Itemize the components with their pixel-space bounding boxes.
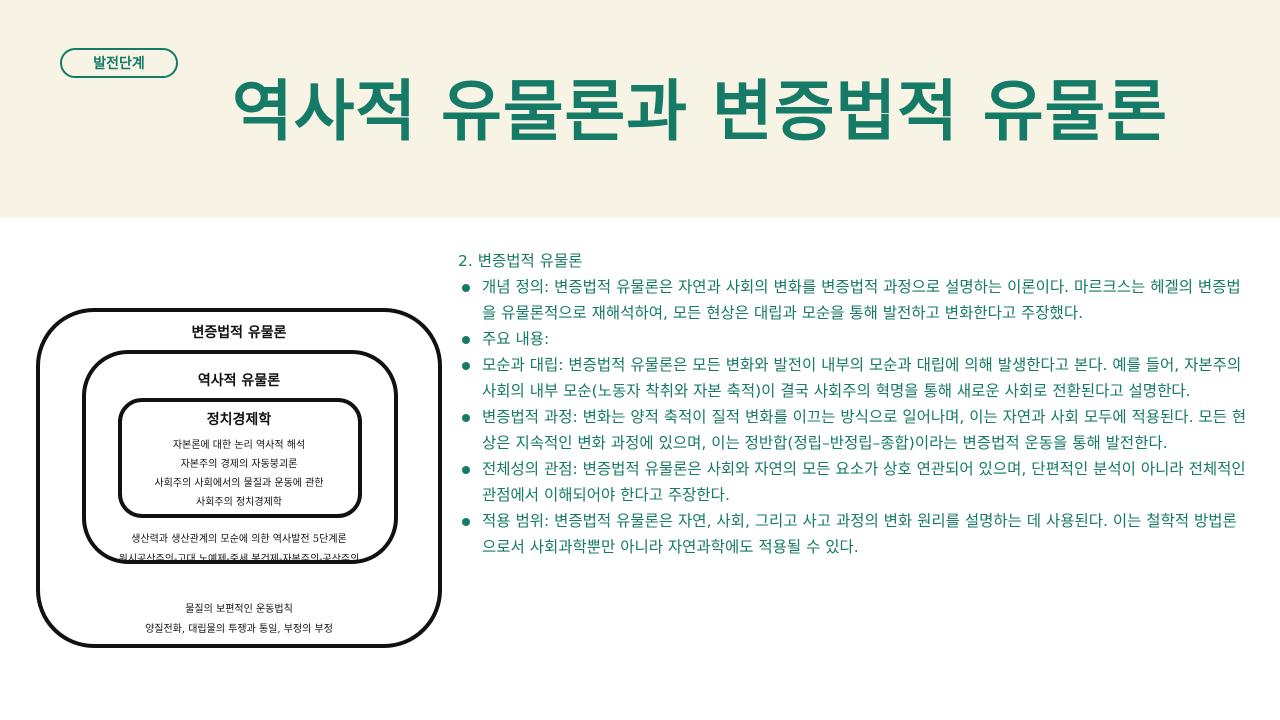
bullet-totality: 전체성의 관점: 변증법적 유물론은 사회와 자연의 모든 요소가 상호 연관되… (458, 456, 1248, 508)
nested-concept-diagram: 변증법적 유물론 역사적 유물론 정치경제학 자본론에 대한 논리 역사적 해석… (36, 308, 442, 648)
inner-line: 자본론에 대한 논리 역사적 해석 (172, 440, 306, 451)
inner-line: 사회주의 정치경제학 (196, 497, 282, 508)
outer-line: 양질전화, 대립물의 투쟁과 통일, 부정의 부정 (145, 624, 333, 635)
bullet-contradiction: 모순과 대립: 변증법적 유물론은 모든 변화와 발전이 내부의 모순과 대립에… (458, 352, 1248, 404)
middle-line: 원시공산주의-고대 노예제-중세 봉건제-자본주의-공산주의 (118, 554, 360, 565)
content-column: 2. 변증법적 유물론 개념 정의: 변증법적 유물론은 자연과 사회의 변화를… (458, 248, 1248, 560)
page-title: 역사적 유물론과 변증법적 유물론 (231, 73, 1168, 150)
stage-badge: 발전단계 (60, 48, 178, 78)
middle-line: 생산력과 생산관계의 모순에 의한 역사발전 5단계론 (131, 534, 347, 545)
section-title: 2. 변증법적 유물론 (458, 252, 583, 270)
inner-line: 사회주의 사회에서의 물질과 운동에 관한 (154, 478, 324, 489)
outer-box-label: 변증법적 유물론 (191, 325, 287, 341)
bullet-dialectic-process: 변증법적 과정: 변화는 양적 축적이 질적 변화를 이끄는 방식으로 일어나며… (458, 404, 1248, 456)
outer-line: 물질의 보편적인 운동법칙 (185, 604, 293, 615)
inner-line: 자본주의 경제의 자동붕괴론 (180, 459, 298, 470)
inner-box (118, 398, 362, 518)
bullet-main-content: 주요 내용: (458, 326, 1248, 352)
header-band: 발전단계 역사적 유물론과 변증법적 유물론 (0, 0, 1280, 218)
inner-box-label: 정치경제학 (206, 412, 272, 428)
bullet-list: 개념 정의: 변증법적 유물론은 자연과 사회의 변화를 변증법적 과정으로 설… (458, 274, 1248, 560)
bullet-definition: 개념 정의: 변증법적 유물론은 자연과 사회의 변화를 변증법적 과정으로 설… (458, 274, 1248, 326)
bullet-scope: 적용 범위: 변증법적 유물론은 자연, 사회, 그리고 사고 과정의 변화 원… (458, 508, 1248, 560)
middle-box-label: 역사적 유물론 (197, 373, 281, 389)
